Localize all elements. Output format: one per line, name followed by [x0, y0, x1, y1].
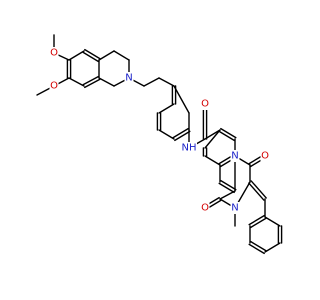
bond-dkp_c3-bn_ch-a	[248, 182, 265, 201]
atom-bg-thiq_n	[124, 72, 134, 84]
bond-bn_a-bn_b-a	[248, 214, 265, 226]
bond-bn_c-bn_d-a	[248, 243, 265, 255]
bond-ph2_a-ph2_b-a	[218, 130, 235, 142]
atom-bg-dkp_n1	[230, 150, 240, 162]
atom-label-ome1_o: O	[50, 48, 58, 59]
bond-ph1_b-ph1_c	[158, 103, 175, 114]
atom-label-nh: NH	[182, 143, 197, 154]
bond-ar1_e-ar1_f-b	[82, 51, 99, 63]
atom-bg-dkp_o2	[200, 202, 210, 214]
bond-eth_1-eth_2	[143, 77, 160, 87]
bond-layer	[36, 34, 283, 255]
bond-thiq_c3-ar1_d	[98, 77, 115, 87]
atom-bg-ome1_o	[49, 47, 59, 59]
bond-bn_c-bn_d-b	[250, 240, 267, 252]
atom-bg-ome2_o	[49, 80, 59, 92]
bond-ph2_d-ph2_e	[204, 155, 221, 166]
bond-bn_d-bn_e	[264, 242, 281, 253]
bond-ar1_e-thiq_c1	[98, 50, 115, 61]
molecule-diagram: O O N NH O N O N O	[36, 34, 283, 255]
atom-label-amide_o: O	[201, 99, 209, 110]
bond-dkp_c4-dkp_c1	[219, 190, 236, 200]
atom-bg-amide_o	[200, 98, 210, 110]
structure-svg: O O N NH O N O N O	[36, 34, 283, 255]
atom-label-dkp_o2: O	[201, 203, 209, 214]
atom-label-dkp_n1: N	[231, 151, 238, 162]
bond-bn_a-bn_b-b	[250, 217, 267, 229]
bond-vin_c-dkp_c1-b	[220, 179, 237, 191]
atom-label-dkp_n2: N	[231, 203, 238, 214]
bond-amide_c-ph2_a	[204, 129, 221, 140]
bond-vin_c-dkp_c1-a	[218, 182, 235, 194]
atom-label-thiq_n: N	[125, 73, 132, 84]
bond-ph1_g-ph1_a	[173, 85, 190, 114]
bond-dkp_c3-bn_ch-b	[250, 180, 267, 199]
atom-bg-dkp_o1	[260, 150, 270, 162]
bond-ar1_c-ar1_d-a	[84, 78, 101, 89]
atom-bg-nh	[181, 142, 197, 154]
bond-ph2_a-ph2_b-b	[220, 127, 237, 139]
bond-ar1_e-ar1_f-a	[84, 48, 101, 60]
bond-ar1_f-ar1_a	[68, 50, 85, 61]
bond-ph2_f-ph2_a	[204, 129, 221, 149]
bond-ph1_e-ph1_f-b	[172, 127, 189, 139]
atom-layer: O O N NH O N O N O	[49, 47, 270, 214]
atom-label-dkp_o1: O	[261, 151, 269, 162]
bond-eth_2-ph1_a	[158, 77, 175, 87]
bond-thiq_c1-thiq_c2	[113, 50, 130, 61]
bond-ph1_e-ph1_f-a	[174, 130, 191, 142]
bond-ph1_d-ph1_e	[158, 129, 175, 140]
bond-bn_f-bn_a	[264, 216, 281, 227]
bond-ar1_b-ar1_c	[68, 77, 85, 87]
atom-label-ome2_o: O	[50, 81, 58, 92]
bond-ar1_c-ar1_d-b	[82, 75, 99, 86]
atom-bg-dkp_n2	[230, 202, 240, 214]
